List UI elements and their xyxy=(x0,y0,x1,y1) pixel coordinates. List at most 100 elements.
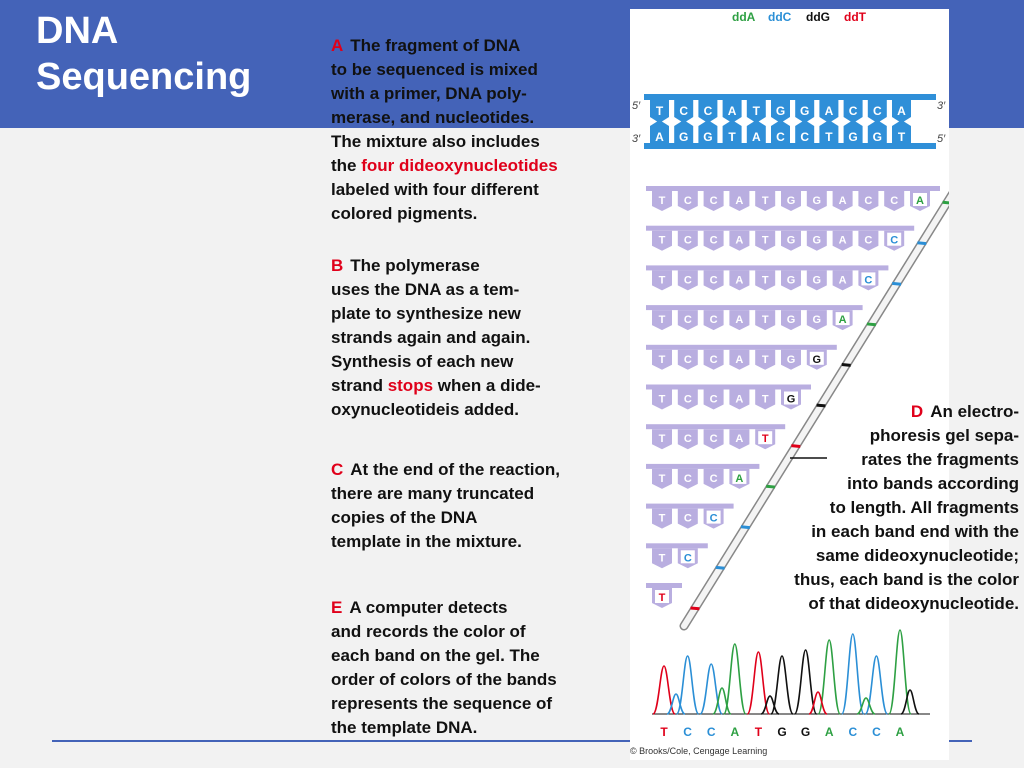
bottom-base-letter: A xyxy=(655,130,664,144)
fragment-base-block xyxy=(703,468,724,489)
fragment-base-block xyxy=(729,349,750,370)
terminal-base-marker xyxy=(732,470,747,484)
top-base-letter: A xyxy=(825,104,834,118)
terminal-base-letter: C xyxy=(890,235,898,247)
step-b-line: plate to synthesize new xyxy=(331,304,521,323)
fragment-base-letter: A xyxy=(839,274,847,286)
fragment-base-letter: T xyxy=(762,195,769,207)
step-c-line: At the end of the reaction, xyxy=(350,460,560,479)
top-base-letter: T xyxy=(753,104,761,118)
bottom-base-block xyxy=(722,120,742,143)
title-line-1: DNA xyxy=(36,10,119,52)
step-d-line: An electro- xyxy=(930,402,1019,421)
gel-band xyxy=(765,484,776,489)
terminal-base-letter: T xyxy=(762,433,769,445)
chromatogram-peak xyxy=(699,663,723,715)
fragment-base-block xyxy=(652,468,672,489)
top-base-letter: G xyxy=(800,104,809,118)
chromatogram-minor-peak xyxy=(856,697,876,715)
top-base-block xyxy=(674,100,694,123)
read-base-letter: G xyxy=(777,725,786,739)
fragment-base-letter: A xyxy=(839,195,847,207)
fragment-base-letter: G xyxy=(787,195,796,207)
bottom-base-block xyxy=(746,120,766,143)
fragment-backbone xyxy=(646,305,863,311)
fragment-base-letter: T xyxy=(762,274,769,286)
step-a-line: the xyxy=(331,156,362,175)
fragment-base-letter: T xyxy=(659,433,666,445)
fragment-base-letter: T xyxy=(762,314,769,326)
fragment-base-block xyxy=(806,310,827,331)
fragment-base-block xyxy=(703,270,724,291)
fragment-backbone xyxy=(646,344,837,350)
end-label-3prime: 3′ xyxy=(937,100,946,112)
fragment-base-letter: A xyxy=(735,274,743,286)
bottom-base-letter: T xyxy=(825,130,833,144)
bottom-base-letter: T xyxy=(728,130,736,144)
top-base-letter: C xyxy=(849,104,858,118)
fragment-base-block xyxy=(703,389,724,410)
top-base-block xyxy=(771,100,790,123)
fragment-base-block xyxy=(832,270,853,291)
gel-band xyxy=(841,363,851,367)
fragment-base-block xyxy=(755,191,776,211)
terminal-base-marker xyxy=(706,510,721,524)
fragment-base-letter: C xyxy=(890,195,898,207)
read-base-letter: C xyxy=(707,725,716,739)
bottom-base-letter: G xyxy=(873,130,882,144)
bottom-base-block xyxy=(867,120,887,143)
chromatogram-peak xyxy=(864,655,889,715)
step-d-line: in each band end with the xyxy=(811,522,1019,541)
bottom-base-letter: C xyxy=(800,130,809,144)
fragment-base-letter: T xyxy=(659,274,666,286)
fragment-base-block xyxy=(781,349,801,370)
bottom-base-block xyxy=(843,120,863,143)
terminal-base-marker xyxy=(913,193,927,206)
fragment-base-letter: G xyxy=(787,274,796,286)
chromatogram-peak xyxy=(746,651,771,715)
fragment-base-letter: A xyxy=(735,394,743,406)
step-b-line: Synthesis of each new xyxy=(331,352,514,371)
fragment-base-block xyxy=(806,191,827,211)
chromatogram-peak xyxy=(723,643,747,715)
terminal-base-marker xyxy=(861,272,876,286)
fragment-base-block xyxy=(652,429,672,450)
fragment-base-block xyxy=(652,349,672,370)
fragment-base-letter: G xyxy=(787,354,796,366)
fragment-base-block xyxy=(729,230,750,251)
fragment-base-letter: T xyxy=(659,314,666,326)
step-e-letter: E xyxy=(331,598,343,617)
bottom-base-block xyxy=(892,120,911,143)
fragment-base-letter: G xyxy=(787,314,796,326)
fragment-backbone xyxy=(646,265,889,271)
terminal-base-letter: C xyxy=(710,513,718,525)
fragment-base-block xyxy=(677,389,698,410)
fragment-backbone xyxy=(646,583,682,588)
fragment-base-letter: A xyxy=(735,235,743,247)
terminal-base-letter: G xyxy=(813,354,822,366)
terminal-base-letter: T xyxy=(659,592,666,604)
bottom-base-letter: G xyxy=(679,130,688,144)
fragment-base-letter: C xyxy=(710,394,718,406)
terminal-base-marker xyxy=(758,431,773,445)
step-a-line: with a primer, DNA poly- xyxy=(331,84,527,103)
fragment-base-block xyxy=(729,191,750,211)
fragment-base-block xyxy=(781,310,801,331)
fragment-base-block xyxy=(729,310,750,331)
fragment-base-block xyxy=(677,508,698,529)
fragment-base-letter: C xyxy=(710,354,718,366)
terminal-base-letter: A xyxy=(735,473,743,485)
chromatogram-peak xyxy=(841,633,865,715)
chromatogram-peak xyxy=(793,649,818,715)
step-a-line: to be sequenced is mixed xyxy=(331,60,538,79)
terminal-base-marker xyxy=(835,312,850,326)
fragment-base-block xyxy=(652,310,672,331)
step-a-line: merase, and nucleotides. xyxy=(331,108,535,127)
